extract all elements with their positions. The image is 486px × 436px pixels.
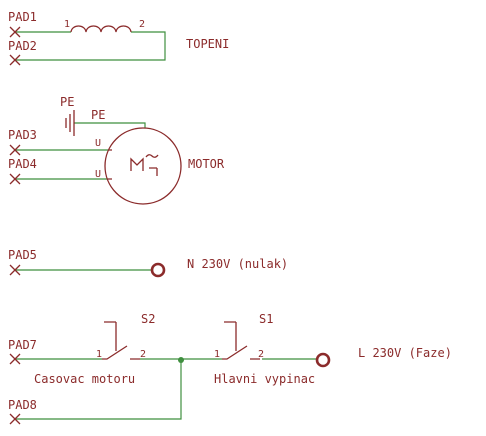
junction-dot	[178, 357, 184, 363]
pad4-marker	[9, 173, 21, 185]
pad7-marker	[9, 353, 21, 365]
pads: PAD1 PAD2 PAD3 PAD4 PAD5 PAD7 PAD8	[8, 10, 37, 425]
pad8: PAD8	[8, 398, 37, 425]
pad1-label: PAD1	[8, 10, 37, 24]
motor-label: MOTOR	[188, 157, 225, 171]
pad5: PAD5	[8, 248, 37, 276]
switch-s2-pin1: 1	[96, 349, 102, 360]
ground-name: PE	[60, 95, 74, 109]
pad2: PAD2	[8, 39, 37, 66]
wire-pad8-junction	[15, 360, 182, 420]
switch-s1: S1 1 2 Hlavni vypinac	[214, 312, 315, 386]
wires	[15, 31, 317, 420]
heater-label: TOPENI	[186, 37, 229, 51]
neutral-terminal: N 230V (nulak)	[150, 257, 288, 278]
neutral-label: N 230V (nulak)	[187, 257, 288, 271]
motor-body	[104, 127, 182, 205]
phase-terminal: L 230V (Faze)	[315, 346, 452, 368]
inductor-coil	[70, 25, 132, 33]
pad4: PAD4	[8, 157, 37, 185]
phase-terminal-icon	[315, 352, 331, 368]
wire-ground-motor	[74, 122, 146, 128]
pad5-label: PAD5	[8, 248, 37, 262]
switch-s1-pin1: 1	[214, 349, 220, 360]
pad7: PAD7	[8, 338, 37, 365]
switch-s2-icon	[102, 321, 140, 360]
pad1-marker	[9, 26, 21, 38]
heater-component: 1 2 TOPENI	[64, 19, 229, 51]
ground-symbol: PE PE	[60, 95, 105, 136]
switch-s1-pin2: 2	[258, 349, 264, 360]
motor-pin-a-label: U	[95, 138, 101, 149]
motor-component: U U MOTOR	[95, 127, 225, 205]
pad3: PAD3	[8, 128, 37, 156]
pad5-marker	[9, 264, 21, 276]
switch-s2: S2 1 2 Casovac motoru	[34, 312, 155, 386]
pad8-marker	[9, 413, 21, 425]
switch-s2-name: S2	[141, 312, 155, 326]
inductor-pin2-label: 2	[139, 19, 145, 30]
pad1: PAD1	[8, 10, 37, 38]
phase-label: L 230V (Faze)	[358, 346, 452, 360]
pad2-marker	[9, 54, 21, 66]
pad3-label: PAD3	[8, 128, 37, 142]
pad7-label: PAD7	[8, 338, 37, 352]
switch-s2-pin2: 2	[140, 349, 146, 360]
motor-pin-b-label: U	[95, 169, 101, 180]
switch-s2-description: Casovac motoru	[34, 372, 135, 386]
pad3-marker	[9, 144, 21, 156]
neutral-terminal-icon	[150, 262, 166, 278]
motor-icon	[108, 149, 159, 180]
wire-heater-pad2	[15, 31, 166, 61]
pad2-label: PAD2	[8, 39, 37, 53]
pad8-label: PAD8	[8, 398, 37, 412]
switch-s1-icon	[222, 321, 260, 360]
switch-s1-name: S1	[259, 312, 273, 326]
ground-net-label: PE	[91, 108, 105, 122]
inductor-pin1-label: 1	[64, 19, 70, 30]
pad4-label: PAD4	[8, 157, 37, 171]
switch-s1-description: Hlavni vypinac	[214, 372, 315, 386]
ground-icon	[65, 110, 75, 136]
